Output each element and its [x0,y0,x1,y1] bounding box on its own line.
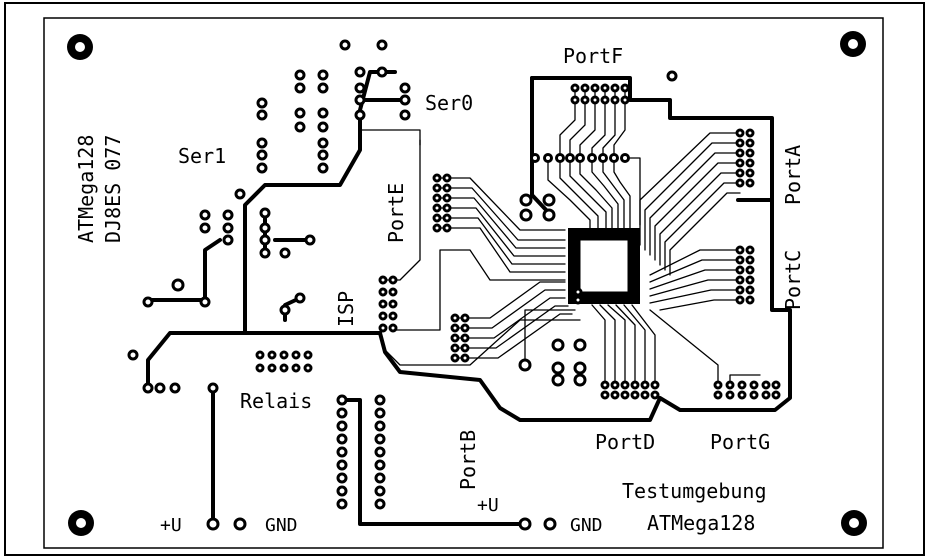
label-portg: PortG [710,430,770,454]
signal-traces [359,87,761,386]
label-portf: PortF [563,44,623,68]
label-porte: PortE [384,183,408,243]
label-side-title-2: DJ8ES 077 [101,135,125,243]
label-isp: ISP [334,291,358,327]
label-portb: PortB [456,430,480,490]
ic-footprint [568,228,640,304]
pads [127,39,781,531]
label-gnd-left: GND [265,515,298,536]
label-ser1: Ser1 [178,144,226,168]
label-testumgebung: Testumgebung [622,479,767,503]
mounting-holes [67,31,867,536]
label-porta: PortA [781,145,805,205]
board-outline [43,17,884,549]
outer-frame [4,2,925,556]
label-gnd-right: GND [570,515,603,536]
label-relais: Relais [240,389,312,413]
label-plus-u-right: +U [477,495,499,516]
label-side-title-1: ATMega128 [74,135,98,243]
label-atmega-bottom: ATMega128 [647,511,755,535]
label-ser0: Ser0 [425,91,473,115]
label-portc: PortC [781,250,805,310]
label-portd: PortD [595,430,655,454]
power-traces [146,70,792,526]
label-plus-u-left: +U [160,515,182,536]
